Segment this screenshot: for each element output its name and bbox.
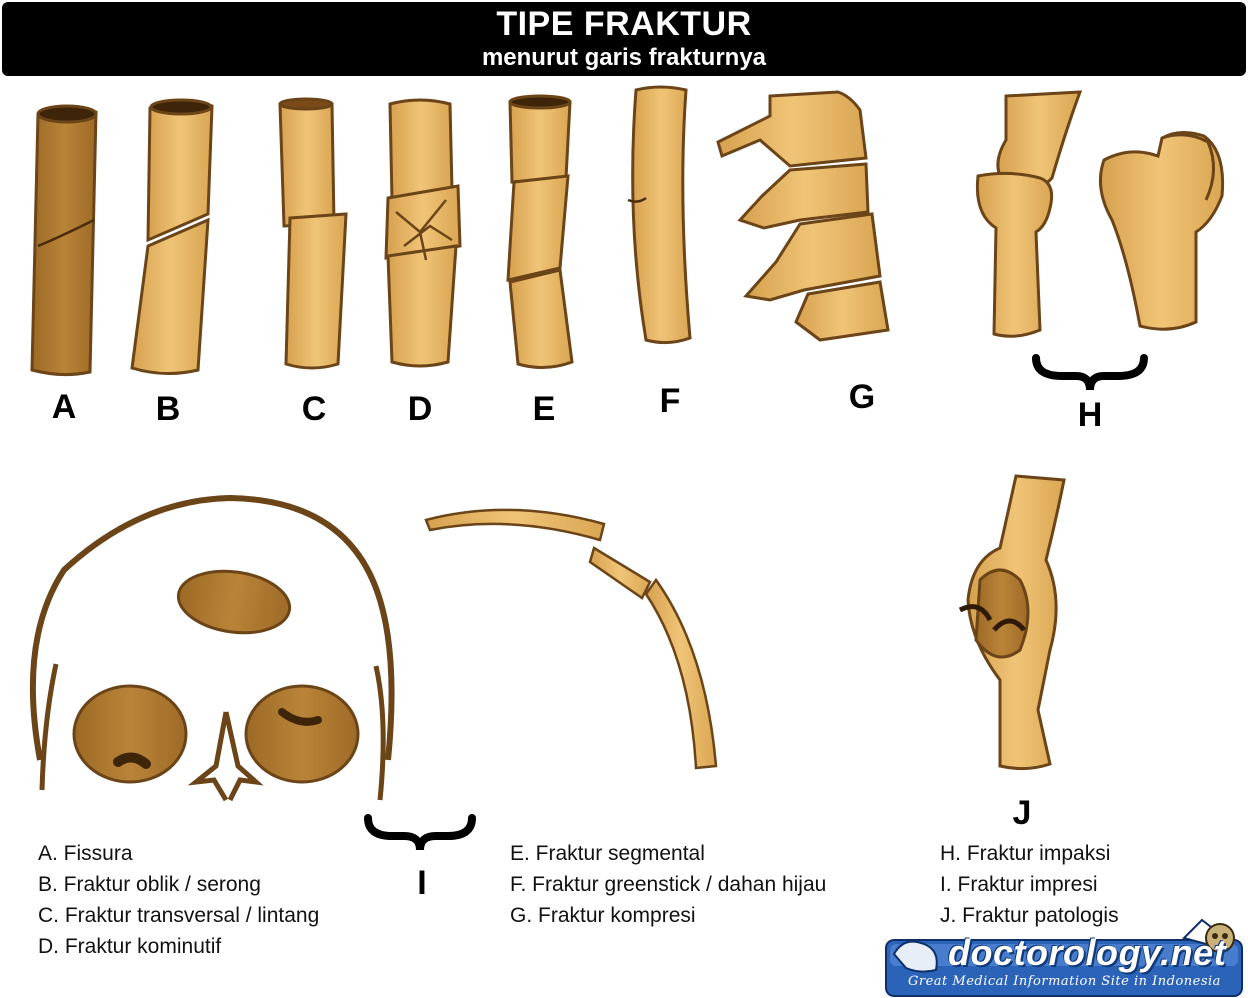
doctorology-logo[interactable]: doctorology.net Great Medical Informatio… [884, 914, 1246, 998]
bone-segmental-e [506, 94, 574, 369]
skull-impression-i [29, 494, 395, 802]
skull-section-i [424, 508, 718, 770]
skull-mascot-icon [1205, 923, 1235, 953]
label-c: C [301, 390, 327, 428]
label-e: E [532, 390, 556, 428]
legend-column-3: H. Fraktur impaksi I. Fraktur impresi J.… [940, 838, 1119, 931]
bone-comminuted-d [384, 98, 462, 368]
legend-item-j: J. Fraktur patologis [940, 904, 1119, 927]
page-title: TIPE FRAKTUR [496, 5, 752, 43]
vertebrae-compression-g [716, 90, 890, 342]
label-i: I [417, 864, 427, 902]
legend-item-c: C. Fraktur transversal / lintang [38, 904, 320, 927]
bone-impacted-h [975, 90, 1225, 338]
bone-greenstick-f [627, 85, 692, 345]
label-d: D [407, 390, 433, 428]
legend-item-f: F. Fraktur greenstick / dahan hijau [510, 873, 827, 896]
legend-item-e: E. Fraktur segmental [510, 842, 705, 865]
bone-transverse-c [278, 97, 348, 370]
label-a: A [51, 388, 77, 426]
legend-item-i: I. Fraktur impresi [940, 873, 1098, 896]
brace-h [1032, 354, 1148, 391]
bone-oblique-b [130, 98, 214, 376]
label-b: B [155, 390, 181, 428]
legend-item-h: H. Fraktur impaksi [940, 842, 1111, 865]
logo-text: doctorology.net [948, 932, 1227, 973]
legend-item-b: B. Fraktur oblik / serong [38, 873, 261, 896]
label-g: G [848, 378, 876, 416]
label-f: F [659, 382, 681, 420]
page-subtitle: menurut garis frakturnya [481, 44, 767, 71]
bone-fissure-a [30, 104, 98, 377]
brace-i [364, 814, 476, 851]
legend-item-d: D. Fraktur kominutif [38, 935, 222, 958]
legend-column-2: E. Fraktur segmental F. Fraktur greensti… [510, 838, 826, 931]
book-icon [892, 940, 938, 973]
legend-item-a: A. Fissura [38, 842, 133, 865]
legend-item-g: G. Fraktur kompresi [510, 904, 696, 927]
label-j: J [1012, 794, 1032, 832]
legend-column-1: A. Fissura B. Fraktur oblik / serong C. … [38, 838, 319, 962]
title-banner: TIPE FRAKTUR menurut garis frakturnya [2, 2, 1246, 76]
logo-tagline: Great Medical Information Site in Indone… [908, 974, 1221, 989]
bone-pathological-j [958, 474, 1066, 771]
label-h: H [1077, 396, 1103, 434]
